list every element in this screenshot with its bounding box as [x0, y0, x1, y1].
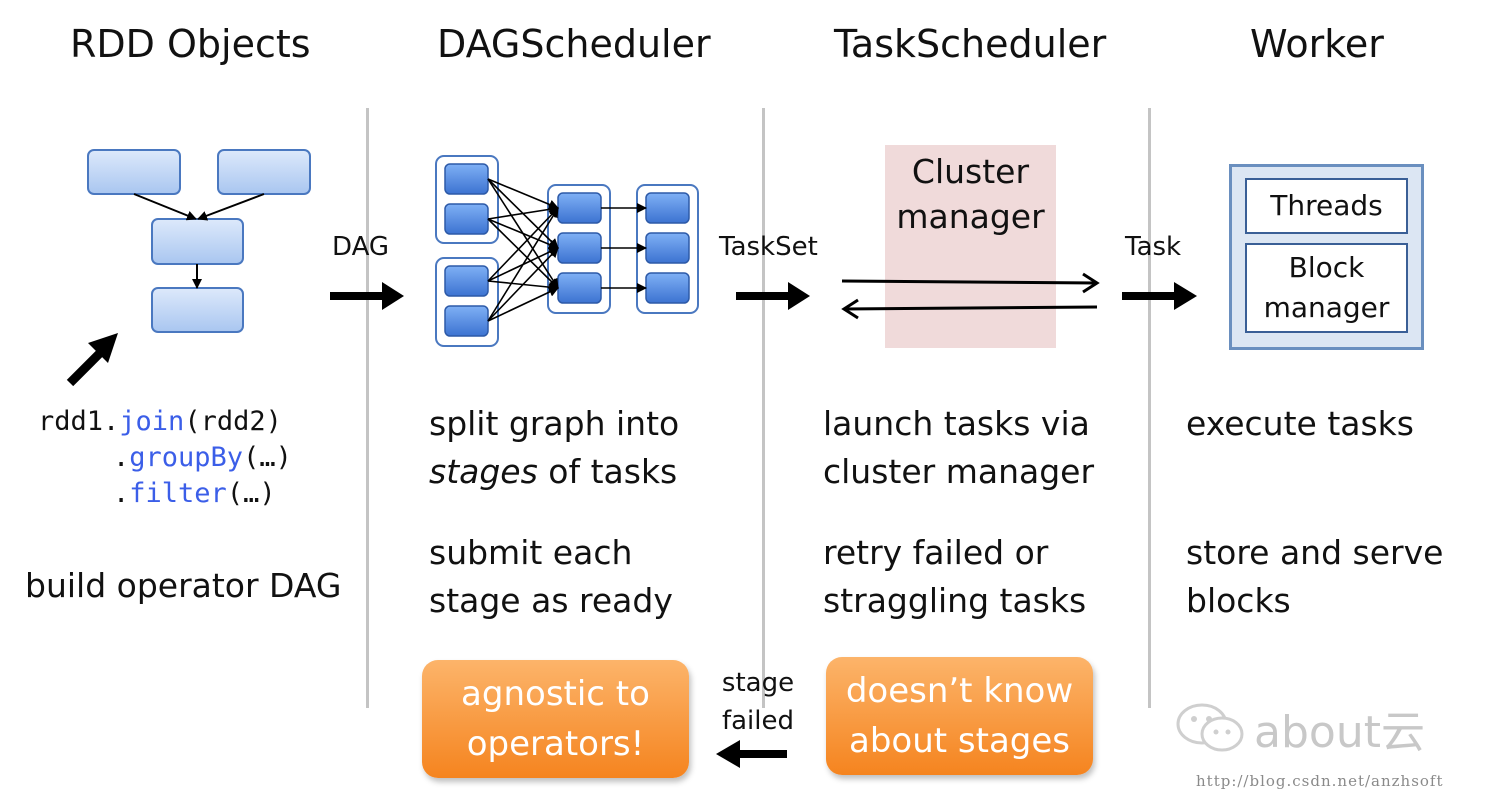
cluster-manager-box	[885, 145, 1056, 348]
code-token: (…)	[226, 478, 276, 509]
taskscheduler-title: TaskScheduler	[834, 22, 1107, 66]
wechat-icon	[1176, 703, 1244, 752]
code-line-3: .filter(…)	[38, 476, 292, 512]
agnostic-callout: agnostic to operators!	[422, 660, 689, 778]
block-manager-line2: manager	[1263, 291, 1390, 324]
stage-failed-line2: failed	[721, 706, 795, 736]
rdd-edge	[197, 193, 265, 221]
stage-failed-line1: stage	[721, 668, 795, 698]
code-token: (rdd2)	[184, 406, 282, 437]
code-token: (…)	[243, 442, 292, 473]
doesnt-line2: about stages	[849, 721, 1070, 761]
code-token: .	[113, 478, 130, 509]
dag-description-2: submit each stage as ready	[429, 529, 673, 625]
cluster-manager-label: Cluster manager	[885, 149, 1056, 239]
task-description-2: retry failed or straggling tasks	[823, 529, 1086, 625]
cluster-manager-line1: Cluster	[911, 152, 1030, 191]
stage-graph	[435, 155, 699, 347]
code-token: .	[113, 442, 130, 473]
code-pointer-arrowhead	[88, 333, 118, 363]
rdd-objects-title: RDD Objects	[70, 22, 311, 66]
taskset-flow-arrow	[736, 282, 810, 310]
rdd-edge	[133, 193, 197, 221]
worker-desc-line4: blocks	[1186, 581, 1291, 620]
block-manager-line1: Block	[1288, 251, 1365, 284]
code-snippet: rdd1.join(rdd2).groupBy(…).filter(…)	[38, 404, 292, 512]
dag-desc-line4: stage as ready	[429, 581, 673, 620]
worker-description: execute tasks	[1186, 404, 1414, 443]
cluster-manager-line2: manager	[896, 197, 1045, 236]
divider-2	[762, 108, 765, 708]
doesnt-know-callout: doesn’t know about stages	[826, 657, 1093, 775]
code-fn-groupby: groupBy	[129, 442, 244, 473]
divider-3	[1148, 108, 1151, 708]
task-desc-line2: cluster manager	[823, 452, 1095, 491]
dag-desc-line2: stages of tasks	[429, 448, 679, 496]
task-flow-arrow	[1122, 282, 1197, 310]
task-description: launch tasks via cluster manager	[823, 400, 1094, 496]
dag-edge-label: DAG	[332, 232, 390, 262]
dag-flow-arrow	[330, 282, 404, 310]
code-line-1: rdd1.join(rdd2)	[38, 404, 292, 440]
block-manager-box: Block manager	[1245, 243, 1408, 333]
worker-title: Worker	[1250, 22, 1384, 66]
watermark-url: http://blog.csdn.net/anzhsoft	[1196, 772, 1444, 790]
code-line-2: .groupBy(…)	[38, 440, 292, 476]
rdd-dag-graph	[87, 149, 311, 333]
code-token: rdd1.	[38, 406, 120, 437]
task-desc-line4: straggling tasks	[823, 581, 1087, 620]
stage-failed-arrow	[716, 740, 787, 768]
code-pointer-arrow	[66, 346, 107, 387]
shuffle-edges	[487, 178, 647, 322]
task-desc-line1: launch tasks via	[823, 404, 1090, 443]
code-fn-filter: filter	[129, 478, 227, 509]
agnostic-line2: operators!	[466, 724, 645, 764]
taskset-edge-label: TaskSet	[719, 232, 818, 262]
divider-1	[366, 108, 369, 708]
watermark-brand: about云	[1254, 707, 1425, 758]
worker-description-2: store and serve blocks	[1186, 529, 1443, 625]
dag-desc-stages: stages	[429, 452, 538, 491]
task-edge-label: Task	[1125, 232, 1182, 262]
task-desc-line3: retry failed or	[823, 533, 1049, 572]
doesnt-line1: doesn’t know	[845, 671, 1074, 711]
dag-desc-line3: submit each	[429, 533, 633, 572]
agnostic-line1: agnostic to	[461, 674, 650, 714]
rdd-description: build operator DAG	[25, 566, 342, 605]
dag-description: split graph into stages of tasks	[429, 400, 679, 496]
worker-desc-line3: store and serve	[1186, 533, 1444, 572]
dagscheduler-title: DAGScheduler	[437, 22, 711, 66]
threads-box: Threads	[1245, 178, 1408, 234]
stage-failed-label: stage failed	[720, 664, 796, 740]
dag-desc-line2-rest: of tasks	[537, 452, 678, 491]
code-fn-join: join	[119, 406, 185, 437]
dag-desc-line1: split graph into	[429, 404, 680, 443]
